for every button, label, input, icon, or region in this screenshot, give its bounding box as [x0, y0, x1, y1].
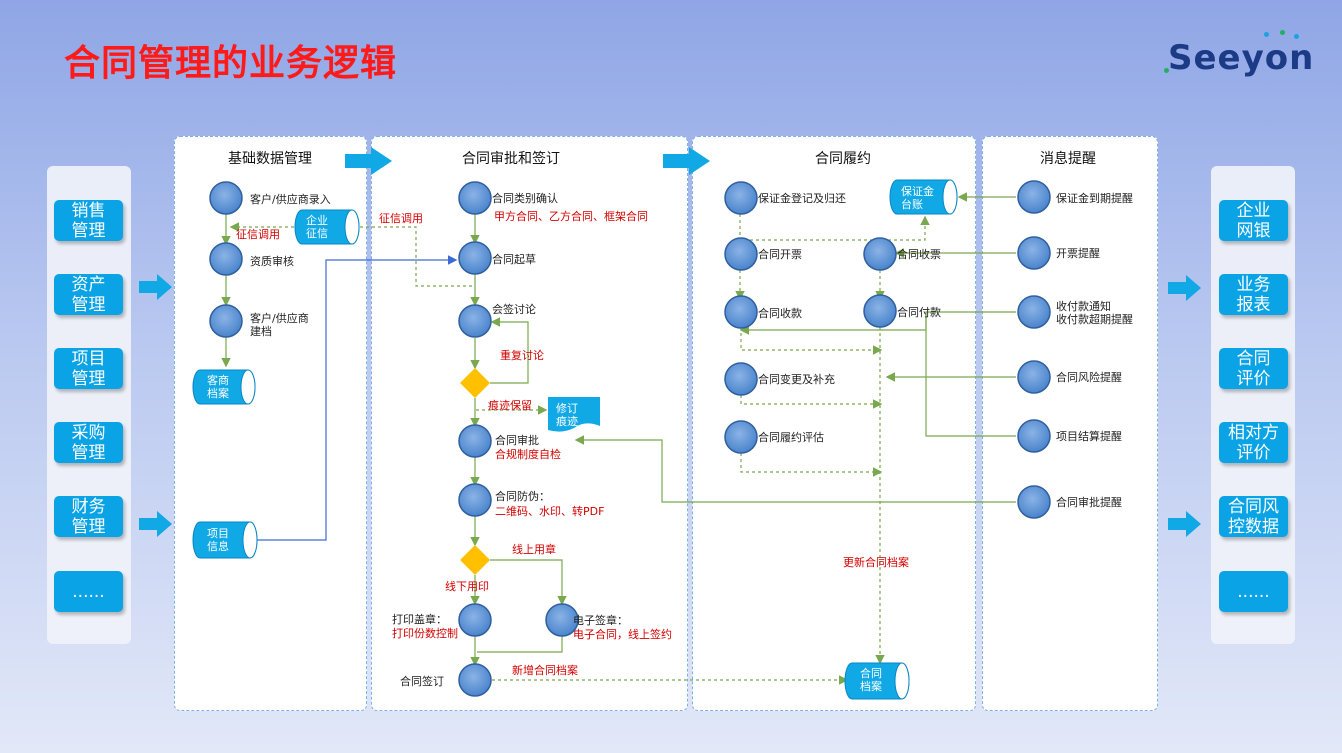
seeyon-logo: Seeyon: [1164, 30, 1315, 78]
revise-doc: [548, 397, 600, 432]
label-approve: 合同审批: [495, 434, 539, 447]
label-print: 打印盖章：: [392, 613, 447, 626]
label-online-seal: 线上用章: [512, 543, 556, 556]
label-receive-invoice: 合同收票: [897, 248, 941, 261]
label-repeat: 重复讨论: [500, 349, 544, 362]
right-button-5[interactable]: ......: [1219, 571, 1288, 612]
label-update-archive: 更新合同档案: [843, 556, 909, 569]
left-button-4[interactable]: 财务 管理: [54, 496, 123, 537]
label-approve-sub: 合规制度自检: [495, 448, 561, 461]
label-new-archive: 新增合同档案: [512, 664, 578, 677]
page-title: 合同管理的业务逻辑: [64, 43, 398, 84]
label-invoice: 合同开票: [758, 248, 802, 261]
right-button-4[interactable]: 合同风 控数据: [1219, 496, 1288, 537]
lane-basic-title: 基础数据管理: [228, 151, 312, 167]
process-nodes: [209, 180, 1051, 697]
lane-notify-title: 消息提醒: [1040, 151, 1096, 167]
left-button-0[interactable]: 销售 管理: [54, 200, 123, 241]
lane-notification: [982, 136, 1158, 711]
db-credit: 企业 征信: [306, 214, 328, 240]
lane-arrow-2: [663, 147, 710, 175]
lane-approval: [371, 136, 688, 711]
label-esign-sub: 电子合同，线上签约: [573, 628, 672, 641]
label-credit-call-2: 征信调用: [379, 212, 423, 225]
left-button-5[interactable]: ......: [54, 571, 123, 612]
label-trace: 痕迹保留: [488, 399, 532, 412]
notify-approval: 合同审批提醒: [1056, 496, 1122, 509]
label-evaluation: 合同履约评估: [758, 431, 824, 444]
label-anticounterfeit: 合同防伪：: [495, 490, 550, 503]
left-button-3[interactable]: 采购 管理: [54, 422, 123, 463]
notify-invoice: 开票提醒: [1056, 247, 1100, 260]
label-contract-type: 合同类别确认: [492, 192, 558, 205]
right-button-3[interactable]: 相对方 评价: [1219, 422, 1288, 463]
notify-settlement: 项目结算提醒: [1056, 430, 1122, 443]
right-panel: [1211, 166, 1295, 644]
notify-payment: 收付款通知 收付款超期提醒: [1056, 300, 1133, 326]
notify-risk: 合同风险提醒: [1056, 371, 1122, 384]
label-change: 合同变更及补充: [758, 373, 835, 386]
label-customer-entry: 客户/供应商录入: [250, 193, 331, 206]
label-draft: 合同起草: [492, 253, 536, 266]
left-button-2[interactable]: 项目 管理: [54, 348, 123, 389]
label-credit-call-1: 征信调用: [236, 228, 280, 241]
label-print-sub: 打印份数控制: [392, 627, 458, 640]
label-offline-seal: 线下用印: [445, 580, 489, 593]
notify-deposit: 保证金到期提醒: [1056, 192, 1133, 205]
db-deposit: 保证金 台账: [901, 185, 934, 211]
label-revise: 修订 痕迹: [556, 402, 578, 428]
right-button-1[interactable]: 业务 报表: [1219, 274, 1288, 315]
label-sign: 合同签订: [400, 675, 444, 688]
label-anticounterfeit-sub: 二维码、水印、转PDF: [495, 505, 605, 518]
logo-text: Seeyon: [1168, 38, 1315, 78]
right-button-0[interactable]: 企业 网银: [1219, 200, 1288, 241]
label-qualification: 资质审核: [250, 255, 294, 268]
side-arrows: [139, 274, 1201, 537]
left-button-1[interactable]: 资产 管理: [54, 274, 123, 315]
lane-approval-title: 合同审批和签订: [462, 151, 560, 167]
db-cylinders: [192, 179, 958, 700]
right-button-2[interactable]: 合同 评价: [1219, 348, 1288, 389]
left-panel: [47, 166, 131, 644]
db-merchant: 客商 档案: [207, 374, 229, 400]
decision-diamond-2: [460, 545, 490, 575]
label-contract-type-sub: 甲方合同、乙方合同、框架合同: [494, 210, 648, 223]
label-payment: 合同付款: [897, 306, 941, 319]
label-esign: 电子签章：: [573, 614, 628, 627]
label-countersign: 会签讨论: [492, 303, 536, 316]
decision-diamond-1: [460, 368, 490, 398]
label-deposit: 保证金登记及归还: [758, 192, 846, 205]
lane-fulfill-title: 合同履约: [815, 151, 871, 167]
db-project: 项目 信息: [207, 527, 229, 553]
lane-arrow-1: [345, 147, 392, 175]
label-receipt: 合同收款: [758, 307, 802, 320]
db-contract: 合同 档案: [860, 667, 882, 693]
label-customer-archive: 客户/供应商 建档: [250, 312, 309, 338]
